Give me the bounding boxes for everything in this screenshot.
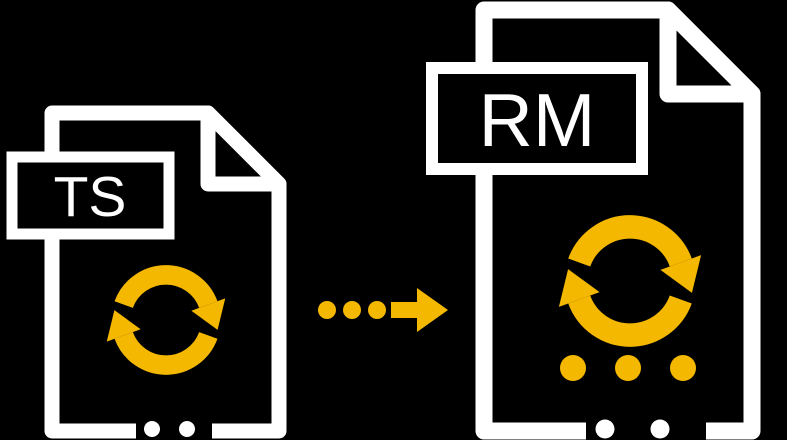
target-extension-label: RM — [479, 78, 596, 162]
extension-badge — [6, 151, 175, 240]
arrow-right-icon — [391, 288, 448, 332]
ellipsis-dot — [615, 355, 641, 381]
arrow-dot — [343, 301, 361, 319]
arrow-dot — [318, 301, 336, 319]
page-bottom-dot — [144, 421, 160, 437]
conversion-arrow — [318, 288, 448, 332]
extension-badge — [426, 62, 648, 175]
source-extension-label: TS — [54, 165, 127, 229]
folded-corner-icon — [659, 1, 761, 103]
page-bottom-dot — [650, 419, 670, 439]
page-bottom-dot — [595, 419, 615, 439]
folded-corner-icon — [200, 105, 287, 192]
ellipsis-dot — [670, 355, 696, 381]
source-file-icon: TS — [6, 105, 287, 440]
page-bottom-dot — [179, 421, 195, 437]
target-file-icon: RM — [426, 1, 761, 440]
ellipsis-dot — [560, 355, 586, 381]
arrow-dot — [368, 301, 386, 319]
